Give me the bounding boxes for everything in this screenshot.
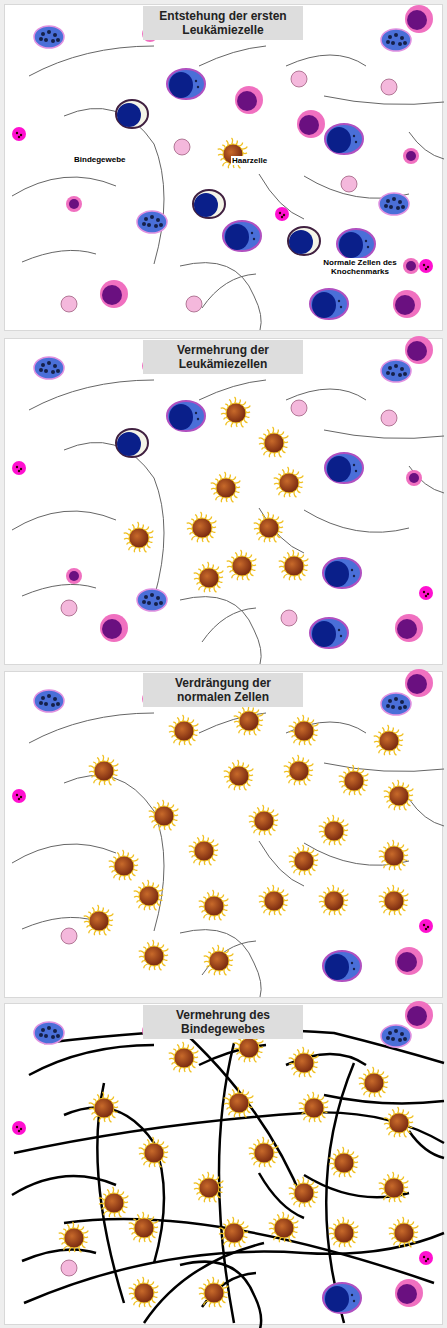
connective-tissue — [12, 1023, 444, 1328]
cell-label: Haarzelle — [231, 156, 268, 165]
cells — [12, 1001, 433, 1313]
connective-tissue — [12, 380, 444, 664]
cell-label: Bindegewebe — [73, 155, 127, 164]
panel-art — [12, 5, 444, 330]
connective-tissue — [12, 46, 444, 330]
panel-title-box: Entstehung der ersten Leukämiezelle — [143, 6, 303, 40]
panel-title: Entstehung der ersten Leukämiezelle — [151, 9, 295, 37]
panel-frame — [5, 1004, 443, 1325]
panel-title: Vermehrung der Leukämiezellen — [151, 343, 295, 371]
cell-label: Normale Zellen des Knochenmarks — [319, 258, 401, 276]
panel-art — [12, 669, 444, 997]
cells — [12, 669, 433, 981]
panel-title-box: Vermehrung der Leukämiezellen — [143, 340, 303, 374]
cells — [12, 336, 433, 648]
panel-frame — [5, 339, 443, 665]
panel-title-box: Vermehrung des Bindegewebes — [143, 1005, 303, 1039]
panel-frame — [5, 672, 443, 998]
panel-title: Verdrängung der normalen Zellen — [151, 676, 295, 704]
connective-tissue — [12, 713, 444, 997]
panel-art — [12, 1001, 444, 1328]
panel-title-box: Verdrängung der normalen Zellen — [143, 673, 303, 707]
panel-frame — [5, 5, 443, 331]
panel-title: Vermehrung des Bindegewebes — [151, 1008, 295, 1036]
cells — [12, 5, 433, 319]
panel-art — [12, 336, 444, 664]
